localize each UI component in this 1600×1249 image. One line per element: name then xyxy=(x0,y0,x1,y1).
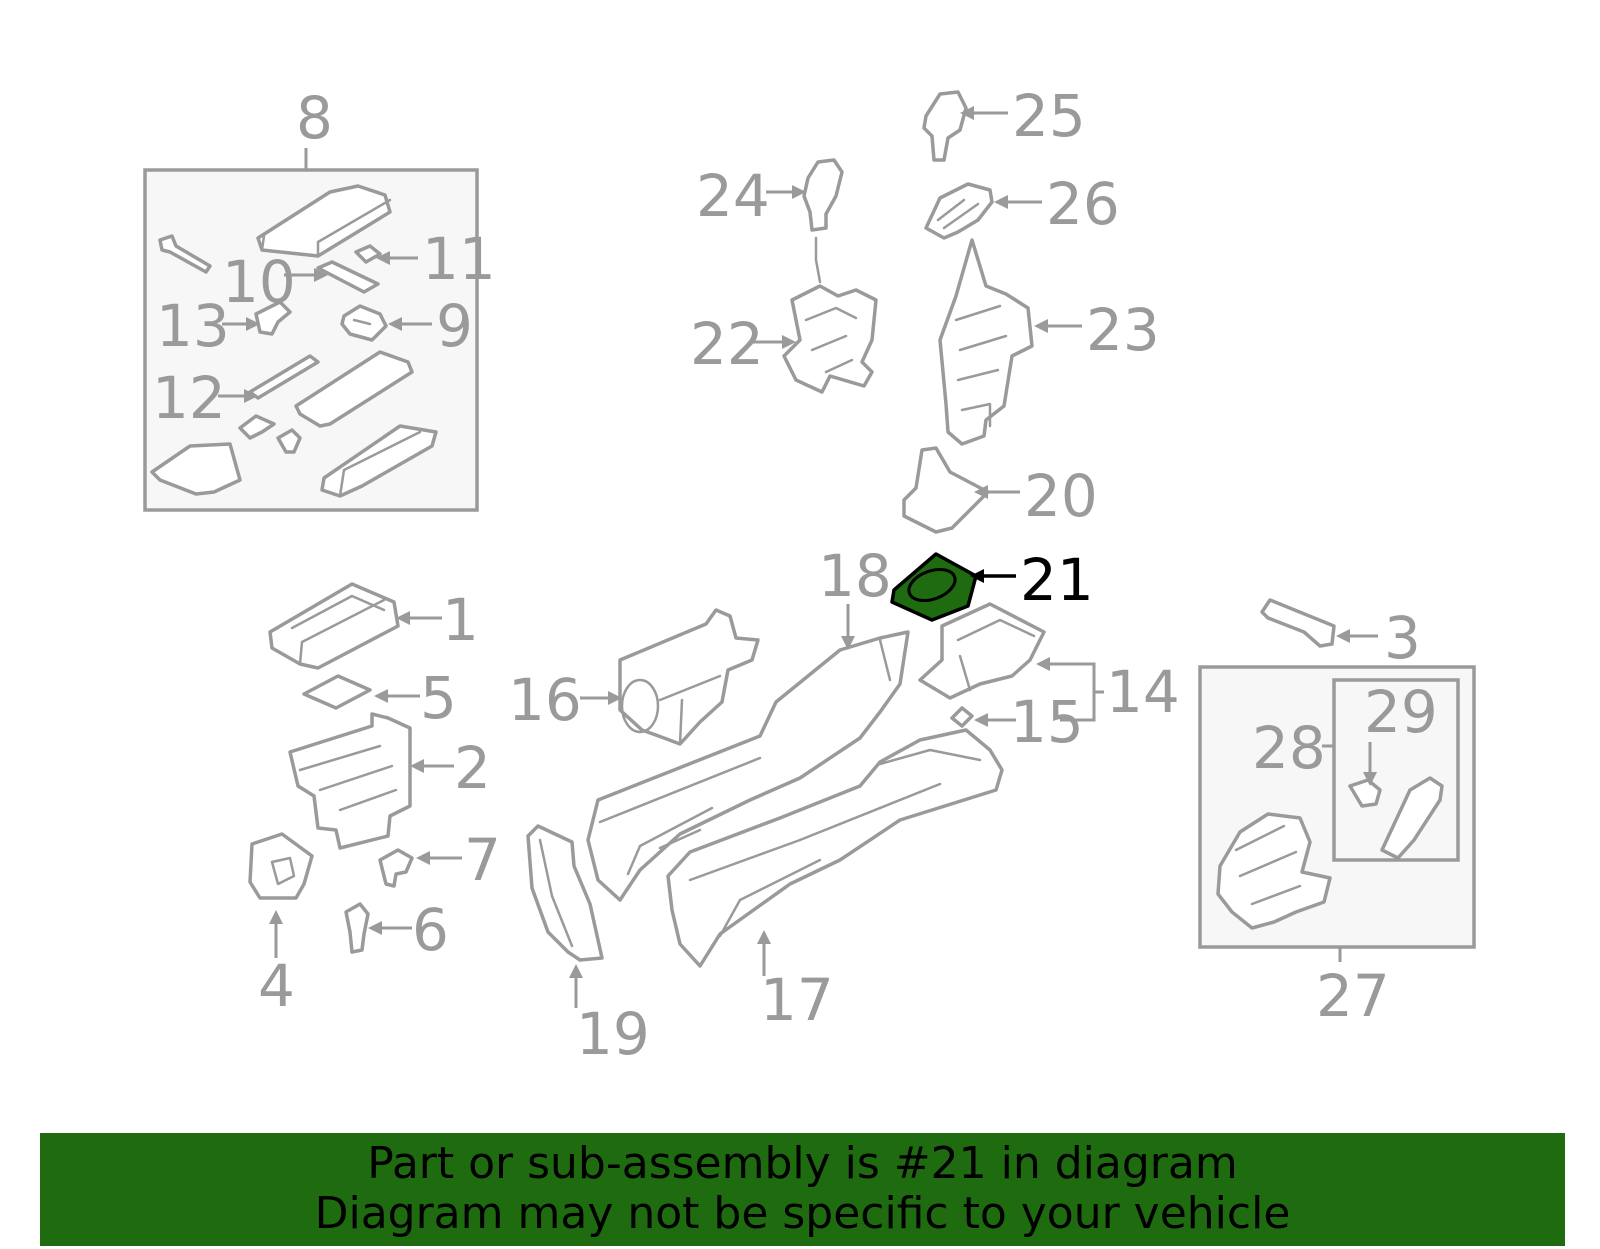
callout-labels: 8 11 10 13 9 12 25 24 26 22 23 20 21 18 … xyxy=(152,82,1438,1068)
part-group-8 xyxy=(143,148,479,512)
part-28-housing[interactable] xyxy=(1216,812,1332,930)
callout-8: 8 xyxy=(296,84,333,152)
part-5-mat[interactable] xyxy=(302,674,372,710)
callout-7: 7 xyxy=(464,826,501,894)
part-29-trim[interactable] xyxy=(1380,776,1444,860)
callout-9: 9 xyxy=(436,292,473,360)
info-banner: Part or sub-assembly is #21 in diagram D… xyxy=(40,1133,1565,1246)
callout-5: 5 xyxy=(420,664,457,732)
armrest-base[interactable] xyxy=(320,424,438,498)
part-14-trim[interactable] xyxy=(918,602,1046,700)
part-3-bracket[interactable] xyxy=(1260,598,1336,648)
clip-a[interactable] xyxy=(238,414,276,440)
part-21-opening xyxy=(907,567,957,603)
part-group-27 xyxy=(1198,665,1476,962)
part-22-shifter-assy[interactable] xyxy=(782,284,878,394)
part-13[interactable] xyxy=(254,300,292,336)
part-21-highlighted[interactable] xyxy=(890,552,978,622)
part-6-pin[interactable] xyxy=(344,902,370,954)
part-10[interactable] xyxy=(316,260,380,294)
callout-13: 13 xyxy=(156,292,230,360)
callout-26: 26 xyxy=(1046,170,1120,238)
callout-11: 11 xyxy=(422,225,496,293)
part-25-knob[interactable] xyxy=(922,90,968,162)
callout-20: 20 xyxy=(1024,462,1098,530)
callout-17: 17 xyxy=(760,966,834,1034)
callout-18: 18 xyxy=(818,542,892,610)
callout-4: 4 xyxy=(258,952,295,1020)
clip-b[interactable] xyxy=(276,428,302,454)
banner-line-2: Diagram may not be specific to your vehi… xyxy=(314,1188,1291,1239)
callout-10: 10 xyxy=(222,248,296,316)
callout-28: 28 xyxy=(1252,714,1326,782)
part-24-knob[interactable] xyxy=(802,158,844,232)
bolt[interactable] xyxy=(158,234,212,274)
part-17-console-main[interactable] xyxy=(666,728,1004,968)
part-7-clip[interactable] xyxy=(378,848,414,888)
part-4-bracket[interactable] xyxy=(248,832,314,900)
part-11[interactable] xyxy=(354,244,382,264)
callout-19: 19 xyxy=(576,1000,650,1068)
callout-15: 15 xyxy=(1010,688,1084,756)
callout-29: 29 xyxy=(1364,678,1438,746)
callout-3: 3 xyxy=(1384,604,1421,672)
part-19-trim[interactable] xyxy=(526,824,604,962)
callout-16: 16 xyxy=(508,666,582,734)
tray[interactable] xyxy=(150,442,242,496)
callout-2: 2 xyxy=(454,734,491,802)
part-16-cup-holder[interactable] xyxy=(618,608,760,746)
part-26-bezel[interactable] xyxy=(924,182,994,240)
banner-line-1: Part or sub-assembly is #21 in diagram xyxy=(367,1138,1238,1189)
callout-25: 25 xyxy=(1012,82,1086,150)
armrest-lid[interactable] xyxy=(256,184,392,258)
callout-21: 21 xyxy=(1020,546,1094,614)
callout-27: 27 xyxy=(1316,962,1390,1030)
callout-14: 14 xyxy=(1106,658,1180,726)
hinge-bar[interactable] xyxy=(294,350,414,428)
part-20-boot[interactable] xyxy=(902,446,990,534)
callout-22: 22 xyxy=(690,310,764,378)
callout-12: 12 xyxy=(152,364,226,432)
leader-lines xyxy=(218,106,1378,1008)
part-15-clip[interactable] xyxy=(950,706,974,728)
callout-24: 24 xyxy=(696,162,770,230)
part-18-console-panel[interactable] xyxy=(586,630,910,902)
callout-1: 1 xyxy=(442,586,479,654)
callout-6: 6 xyxy=(412,896,449,964)
callout-23: 23 xyxy=(1086,296,1160,364)
